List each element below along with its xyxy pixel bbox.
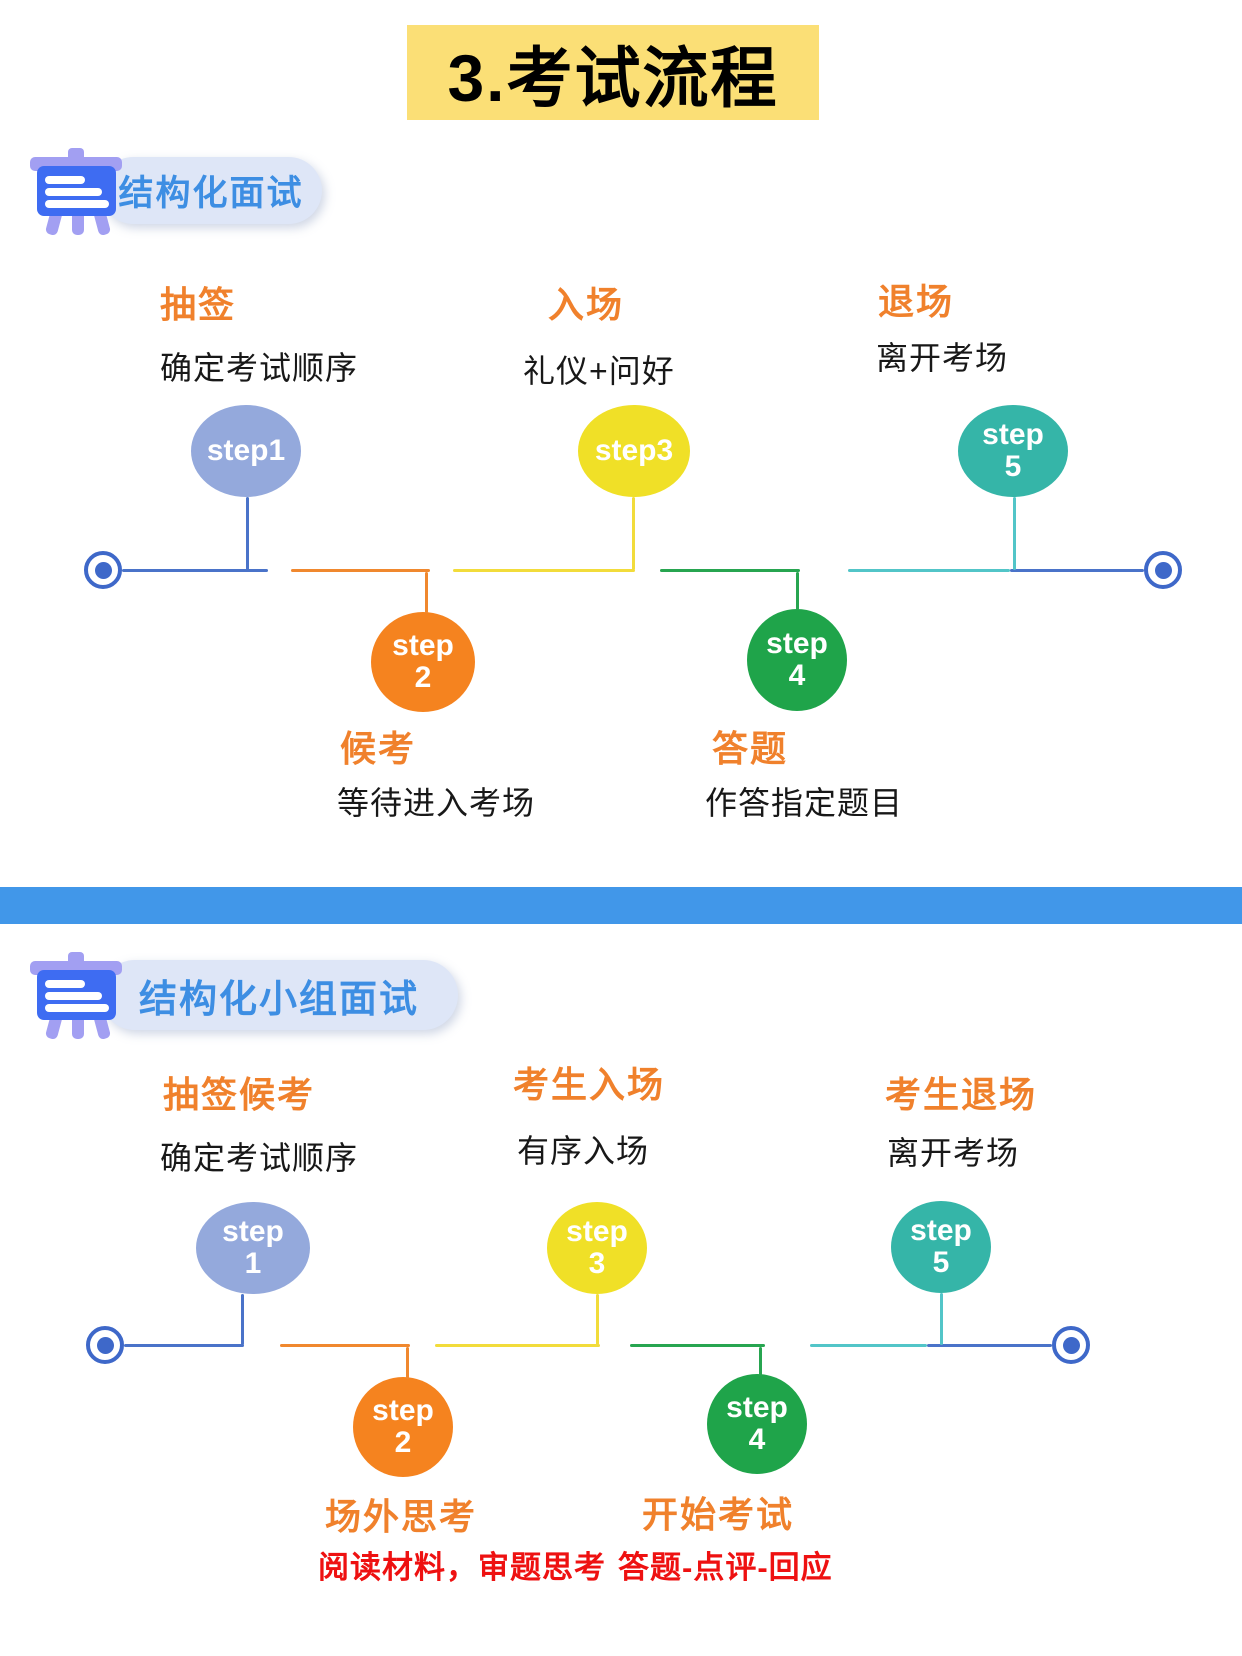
s2-step5-circle-line1: step [910, 1214, 972, 1248]
s2-step2-connector [406, 1347, 409, 1379]
s2-step3-circle-line2: 3 [588, 1247, 606, 1280]
s1-step1-desc: 确定考试顺序 [160, 350, 359, 386]
s2-step3-label: 考生入场 [513, 1064, 666, 1105]
s2-step3-desc: 有序入场 [517, 1133, 650, 1169]
s1-step3-circle-line1: step3 [594, 434, 674, 468]
timeline1-start-terminal [84, 551, 122, 589]
s2-step4-circle-line1: step [726, 1391, 788, 1425]
s1-step5-circle: step 5 [958, 405, 1068, 497]
s1-step3-circle: step3 [578, 405, 690, 497]
s1-step2-circle-line1: step [392, 629, 454, 663]
s1-step1-connector [246, 497, 249, 570]
s2-step1-label: 抽签候考 [163, 1074, 316, 1115]
timeline2-start-terminal [86, 1326, 124, 1364]
s1-step2-circle: step 2 [371, 612, 475, 712]
s2-step2-label: 场外思考 [325, 1496, 478, 1537]
timeline2-segment-yellow [435, 1344, 600, 1347]
s2-step4-label: 开始考试 [642, 1494, 795, 1535]
s2-step5-label: 考生退场 [885, 1074, 1038, 1115]
s2-step4-connector [759, 1347, 762, 1376]
s2-step2-circle: step 2 [353, 1377, 453, 1477]
s1-step5-circle-line1: step [982, 418, 1044, 452]
s1-step2-label: 候考 [340, 728, 417, 769]
section-divider [0, 887, 1242, 924]
s2-step5-circle-line2: 5 [932, 1246, 950, 1279]
timeline2-segment-blue-end [927, 1344, 1052, 1347]
s1-step2-circle-line2: 2 [414, 661, 432, 694]
s2-step2-circle-line2: 2 [394, 1426, 412, 1459]
s1-step4-desc: 作答指定题目 [705, 785, 904, 821]
s2-step5-connector [940, 1293, 943, 1345]
s1-step2-desc: 等待进入考场 [337, 785, 536, 821]
s1-step3-connector [632, 497, 635, 570]
timeline2-segment-green [630, 1344, 765, 1347]
s1-step5-desc: 离开考场 [876, 340, 1009, 376]
timeline2-segment-teal [810, 1344, 927, 1347]
s1-step4-circle: step 4 [747, 609, 847, 711]
s2-step1-circle: step 1 [196, 1202, 310, 1294]
s2-step5-desc: 离开考场 [887, 1135, 1020, 1171]
s2-step5-circle: step 5 [891, 1201, 991, 1293]
s1-step4-label: 答题 [712, 728, 789, 769]
timeline1-segment-orange [291, 569, 430, 572]
s1-step1-circle: step1 [191, 405, 301, 497]
s1-step1-circle-line1: step1 [206, 434, 286, 468]
s2-step1-connector [241, 1294, 244, 1345]
s1-step3-label: 入场 [548, 284, 625, 325]
s2-step4-desc: 答题-点评-回应 [618, 1550, 833, 1585]
s2-step4-circle: step 4 [707, 1374, 807, 1474]
timeline1-segment-blue [122, 569, 268, 572]
timeline2-segment-blue [124, 1344, 244, 1347]
s1-step4-connector [796, 572, 799, 610]
s2-step1-circle-line1: step [222, 1215, 284, 1249]
s1-step5-label: 退场 [878, 281, 955, 322]
s2-step2-circle-line1: step [372, 1394, 434, 1428]
timeline1-segment-yellow [453, 569, 635, 572]
s1-step2-connector [425, 572, 428, 613]
s2-step2-desc: 阅读材料，审题思考 [318, 1550, 606, 1585]
s2-step4-circle-line2: 4 [748, 1423, 766, 1456]
timeline2-end-terminal [1052, 1326, 1090, 1364]
section2-header-pill: 结构化小组面试 [100, 960, 458, 1030]
section2-header-label: 结构化小组面试 [138, 978, 419, 1021]
page-title: 3.考试流程 [447, 40, 779, 115]
timeline1-end-terminal [1144, 551, 1182, 589]
timeline1-segment-teal [848, 569, 1010, 572]
page-title-highlight: 3.考试流程 [407, 25, 819, 120]
s2-step1-desc: 确定考试顺序 [160, 1140, 359, 1176]
s1-step4-circle-line1: step [766, 627, 828, 661]
timeline2-segment-orange [280, 1344, 410, 1347]
s2-step3-circle: step 3 [547, 1202, 647, 1294]
presentation-board-icon [30, 148, 122, 235]
s1-step4-circle-line2: 4 [788, 659, 806, 692]
s1-step5-circle-line2: 5 [1004, 450, 1022, 483]
s1-step1-label: 抽签 [160, 284, 237, 325]
section1-header-pill: 结构化面试 [100, 157, 322, 224]
timeline1-segment-blue-end [1010, 569, 1144, 572]
s1-step5-connector [1013, 497, 1016, 570]
timeline1-segment-green [660, 569, 800, 572]
s2-step3-connector [596, 1294, 599, 1345]
s2-step1-circle-line2: 1 [244, 1247, 262, 1280]
s2-step3-circle-line1: step [566, 1215, 628, 1249]
section1-header-label: 结构化面试 [118, 174, 304, 213]
s1-step3-desc: 礼仪+问好 [523, 353, 675, 389]
presentation-board-icon-2 [30, 952, 122, 1039]
